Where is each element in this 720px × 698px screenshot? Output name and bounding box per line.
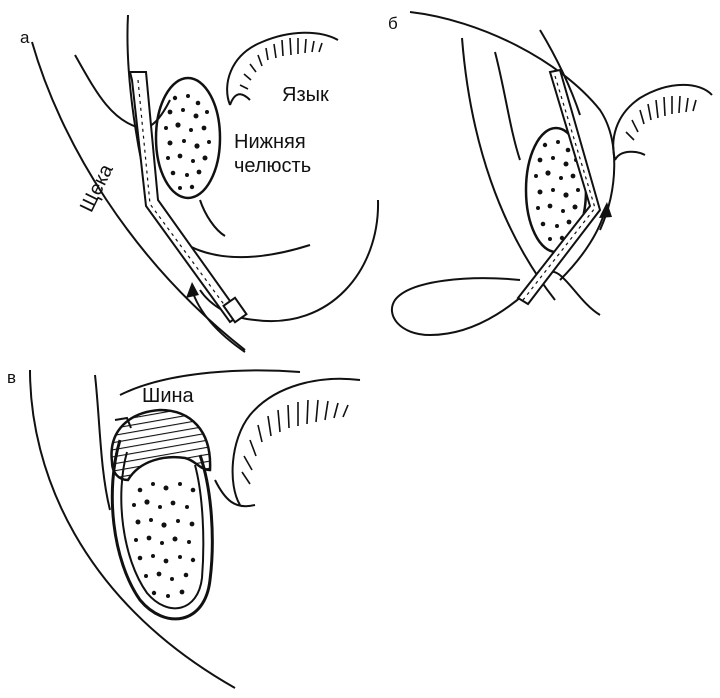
drain-tube-b [518,70,600,304]
mandible-label-line2: челюсть [234,154,311,178]
mandible-label-line1: Нижняя [234,130,311,154]
mandible-texture-a [164,94,211,190]
skin-loop-b [392,272,600,335]
outer-cheek-b [410,12,614,230]
panel-letter-v: в [7,368,16,388]
panel-a [32,15,378,350]
splint-label: Шина [142,385,194,408]
mandible-texture-v [132,482,195,598]
mucosa-line-v [95,375,110,510]
mandible-texture-b [534,140,580,241]
tongue-texture-a [240,38,322,89]
panel-letter-a: а [20,28,29,48]
panel-letter-b: б [388,14,398,34]
tongue-texture-b [626,96,696,140]
vestibule-line-b [495,52,520,160]
tongue-outline-b [613,85,712,160]
panel-b [392,12,712,335]
vestibule-line-a [75,55,170,128]
panel-v [30,370,360,688]
mandible-neck-a [200,200,225,236]
tongue-lower-b [615,152,645,160]
mandible-inner-v [121,452,203,608]
tongue-outline-v [233,379,360,505]
tongue-lower-a [230,94,250,105]
mandible-label: Нижняя челюсть [234,130,311,178]
tongue-label: Язык [282,84,329,107]
cheek-line-b [462,38,555,300]
tongue-texture-v [242,400,348,484]
